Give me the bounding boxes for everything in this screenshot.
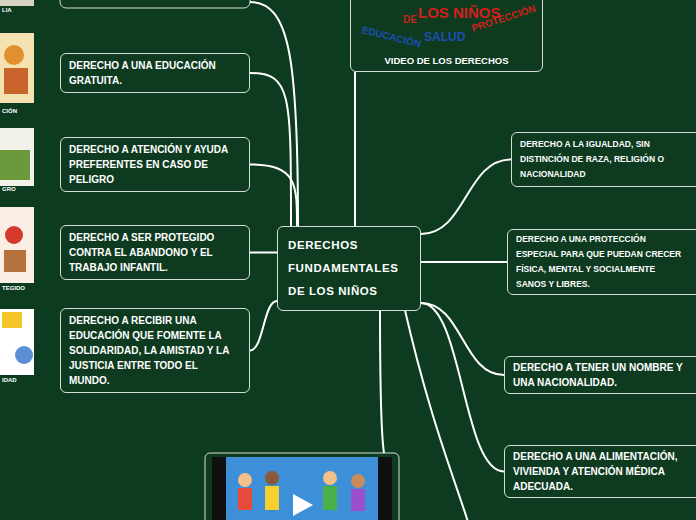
connector-line [250,165,297,227]
picture-label: TEGIDO [2,285,25,291]
connector-line [421,303,504,472]
topic-box: DERECHO A LA IGUALDAD, SIN DISTINCIÓN DE… [511,132,696,187]
topic-box: DERECHO A UNA EDUCACIÓN GRATUITA. [60,53,250,93]
picture-label: DE [403,15,417,25]
picture-label: IDAD [2,377,17,383]
topic-box: DERECHO A ATENCIÓN Y AYUDA PREFERENTES E… [60,137,250,192]
node-text: DERECHO A TENER UN NOMBRE Y UNA NACIONAL… [513,360,686,390]
connector-line [354,72,356,226]
picture-label: CIÓN [2,108,17,114]
connector-line [250,73,291,226]
node-text: VIDEO DE LOS DERECHOS [357,55,536,67]
central-topic: DERECHOS FUNDAMENTALES DE LOS NIÑOS [277,226,421,311]
connector-line [250,301,277,351]
node-text: DERECHO A UNA ALIMENTACIÓN, VIVIENDA Y A… [513,449,686,494]
topic-box: DERECHO A RECIBIR UNA EDUCACIÓN QUE FOME… [60,308,250,393]
topic-box: DERECHO A UNA PROTECCIÓN ESPECIAL PARA Q… [507,229,696,295]
picture-label: LIA [2,7,12,13]
node-text: DERECHO A UNA PROTECCIÓN ESPECIAL PARA Q… [516,232,686,292]
picture-label: GRO [2,186,16,192]
node-text: DERECHO A RECIBIR UNA EDUCACIÓN QUE FOME… [69,313,241,388]
node-text: DERECHOS FUNDAMENTALES DE LOS NIÑOS [288,234,410,303]
topic-box: DERECHO A SER PROTEGIDO CONTRA EL ABANDO… [60,225,250,280]
connector-line [250,252,277,254]
node-text: DERECHO A SER PROTEGIDO CONTRA EL ABANDO… [69,230,241,275]
node-text: DERECHO A ATENCIÓN Y AYUDA PREFERENTES E… [69,142,241,187]
node-text: DERECHO A LA IGUALDAD, SIN DISTINCIÓN DE… [520,137,686,182]
picture-label: SALUD [424,31,465,43]
connector-line [421,160,511,235]
connector-line [421,303,504,375]
connector-line [421,261,507,263]
topic-box: DERECHO A TENER UN NOMBRE Y UNA NACIONAL… [504,356,696,394]
node-text: DERECHO A UNA EDUCACIÓN GRATUITA. [69,58,241,88]
topic-box: DERECHO A UNA ALIMENTACIÓN, VIVIENDA Y A… [504,445,696,498]
